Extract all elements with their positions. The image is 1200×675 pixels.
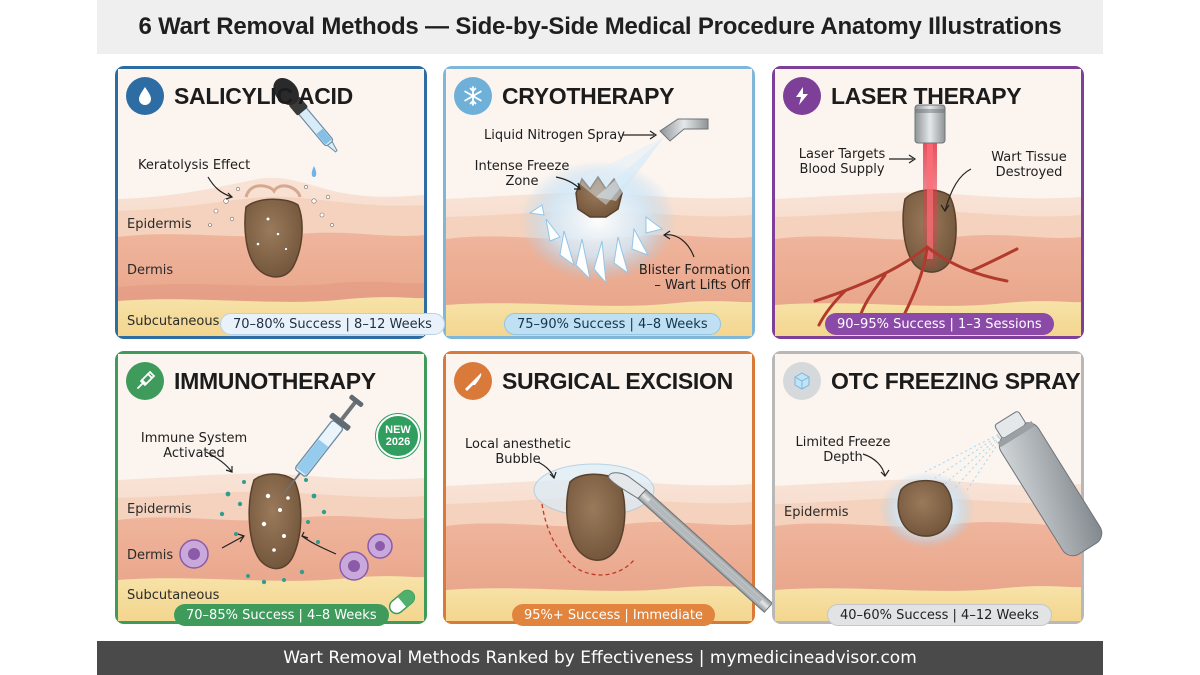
freeze-zone-line-1: Intense Freeze — [474, 159, 570, 174]
cryotherapy-illustration — [446, 69, 752, 336]
panel-header: SALICYLIC ACID — [126, 77, 353, 115]
new-badge-line-1: NEW — [385, 424, 411, 436]
keratolysis-label: Keratolysis Effect — [138, 158, 251, 173]
scalpel-icon — [454, 362, 492, 400]
ice-cube-icon — [783, 362, 821, 400]
limited-freeze-line-2: Depth — [823, 450, 863, 465]
panel-title: OTC FREEZING SPRAY — [831, 367, 1081, 394]
tissue-destroyed-line-2: Destroyed — [995, 165, 1063, 180]
subcutaneous-label: Subcutaneous — [127, 314, 220, 329]
anesthetic-label: Local anesthetic Bubble — [458, 437, 578, 467]
tissue-destroyed-line-1: Wart Tissue — [991, 150, 1067, 165]
panel-header: SURGICAL EXCISION — [454, 362, 733, 400]
dermis-label: Dermis — [127, 548, 174, 563]
success-stat: 75–90% Success | 4–8 Weeks — [504, 313, 721, 335]
syringe-icon — [126, 362, 164, 400]
panel-header: OTC FREEZING SPRAY — [783, 362, 1081, 400]
footer-text: Wart Removal Methods Ranked by Effective… — [283, 648, 917, 668]
freeze-zone-line-2: Zone — [505, 174, 539, 189]
panel-cryotherapy: CRYOTHERAPY Liquid Nitrogen Spray Intens… — [443, 66, 755, 339]
lightning-icon — [783, 77, 821, 115]
limited-freeze-line-1: Limited Freeze — [795, 435, 891, 450]
footer-bar: Wart Removal Methods Ranked by Effective… — [97, 641, 1103, 675]
limited-freeze-label: Limited Freeze Depth — [783, 435, 903, 465]
anesthetic-line-1: Local anesthetic — [465, 437, 571, 452]
success-stat: 70–85% Success | 4–8 Weeks — [174, 604, 389, 626]
panel-salicylic-acid: SALICYLIC ACID Keratolysis Effect Epider… — [115, 66, 445, 339]
blister-line-2: – Wart Lifts Off — [654, 278, 750, 293]
snowflake-icon — [454, 77, 492, 115]
droplet-icon — [126, 77, 164, 115]
immune-line-1: Immune System — [140, 431, 248, 446]
immune-line-2: Activated — [163, 446, 225, 461]
liquid-nitrogen-label: Liquid Nitrogen Spray — [484, 128, 625, 143]
panel-header: CRYOTHERAPY — [454, 77, 675, 115]
freeze-zone-label: Intense Freeze Zone — [462, 159, 582, 189]
epidermis-label: Epidermis — [127, 502, 192, 517]
panel-otc-freezing-spray: OTC FREEZING SPRAY Limited Freeze Depth … — [772, 351, 1103, 626]
new-badge-line-2: 2026 — [385, 436, 411, 448]
panel-laser-therapy: LASER THERAPY Laser Targets Blood Supply… — [772, 66, 1084, 339]
panel-header: LASER THERAPY — [783, 77, 1022, 115]
page-title: 6 Wart Removal Methods — Side-by-Side Me… — [138, 13, 1062, 40]
laser-targets-label: Laser Targets Blood Supply — [787, 147, 897, 177]
panel-title: SURGICAL EXCISION — [502, 367, 733, 394]
tissue-destroyed-label: Wart Tissue Destroyed — [979, 150, 1079, 180]
blister-line-1: Blister Formation — [638, 263, 750, 278]
blister-label: Blister Formation – Wart Lifts Off — [632, 263, 750, 293]
new-badge: NEW 2026 — [376, 414, 420, 458]
panel-title: IMMUNOTHERAPY — [174, 367, 376, 394]
panel-title: CRYOTHERAPY — [502, 82, 675, 109]
subcutaneous-label: Subcutaneous — [127, 588, 220, 603]
success-stat: 40–60% Success | 4–12 Weeks — [827, 604, 1052, 626]
panel-header: IMMUNOTHERAPY — [126, 362, 376, 400]
panel-immunotherapy: IMMUNOTHERAPY NEW 2026 Immune System Act… — [115, 351, 427, 626]
laser-targets-line-2: Blood Supply — [799, 162, 885, 177]
panel-surgical-excision: SURGICAL EXCISION Local anesthetic Bubbl… — [443, 351, 774, 626]
laser-targets-line-1: Laser Targets — [798, 147, 886, 162]
title-bar: 6 Wart Removal Methods — Side-by-Side Me… — [97, 0, 1103, 54]
anesthetic-line-2: Bubble — [495, 452, 541, 467]
epidermis-label: Epidermis — [784, 505, 849, 520]
panel-title: SALICYLIC ACID — [174, 82, 353, 109]
epidermis-label: Epidermis — [127, 217, 192, 232]
panel-title: LASER THERAPY — [831, 82, 1022, 109]
success-stat: 90–95% Success | 1–3 Sessions — [825, 313, 1054, 335]
success-stat: 95%+ Success | Immediate — [512, 604, 715, 626]
success-stat: 70–80% Success | 8–12 Weeks — [220, 313, 445, 335]
immune-activated-label: Immune System Activated — [134, 431, 254, 461]
surgical-illustration — [446, 354, 774, 621]
dermis-label: Dermis — [127, 263, 174, 278]
